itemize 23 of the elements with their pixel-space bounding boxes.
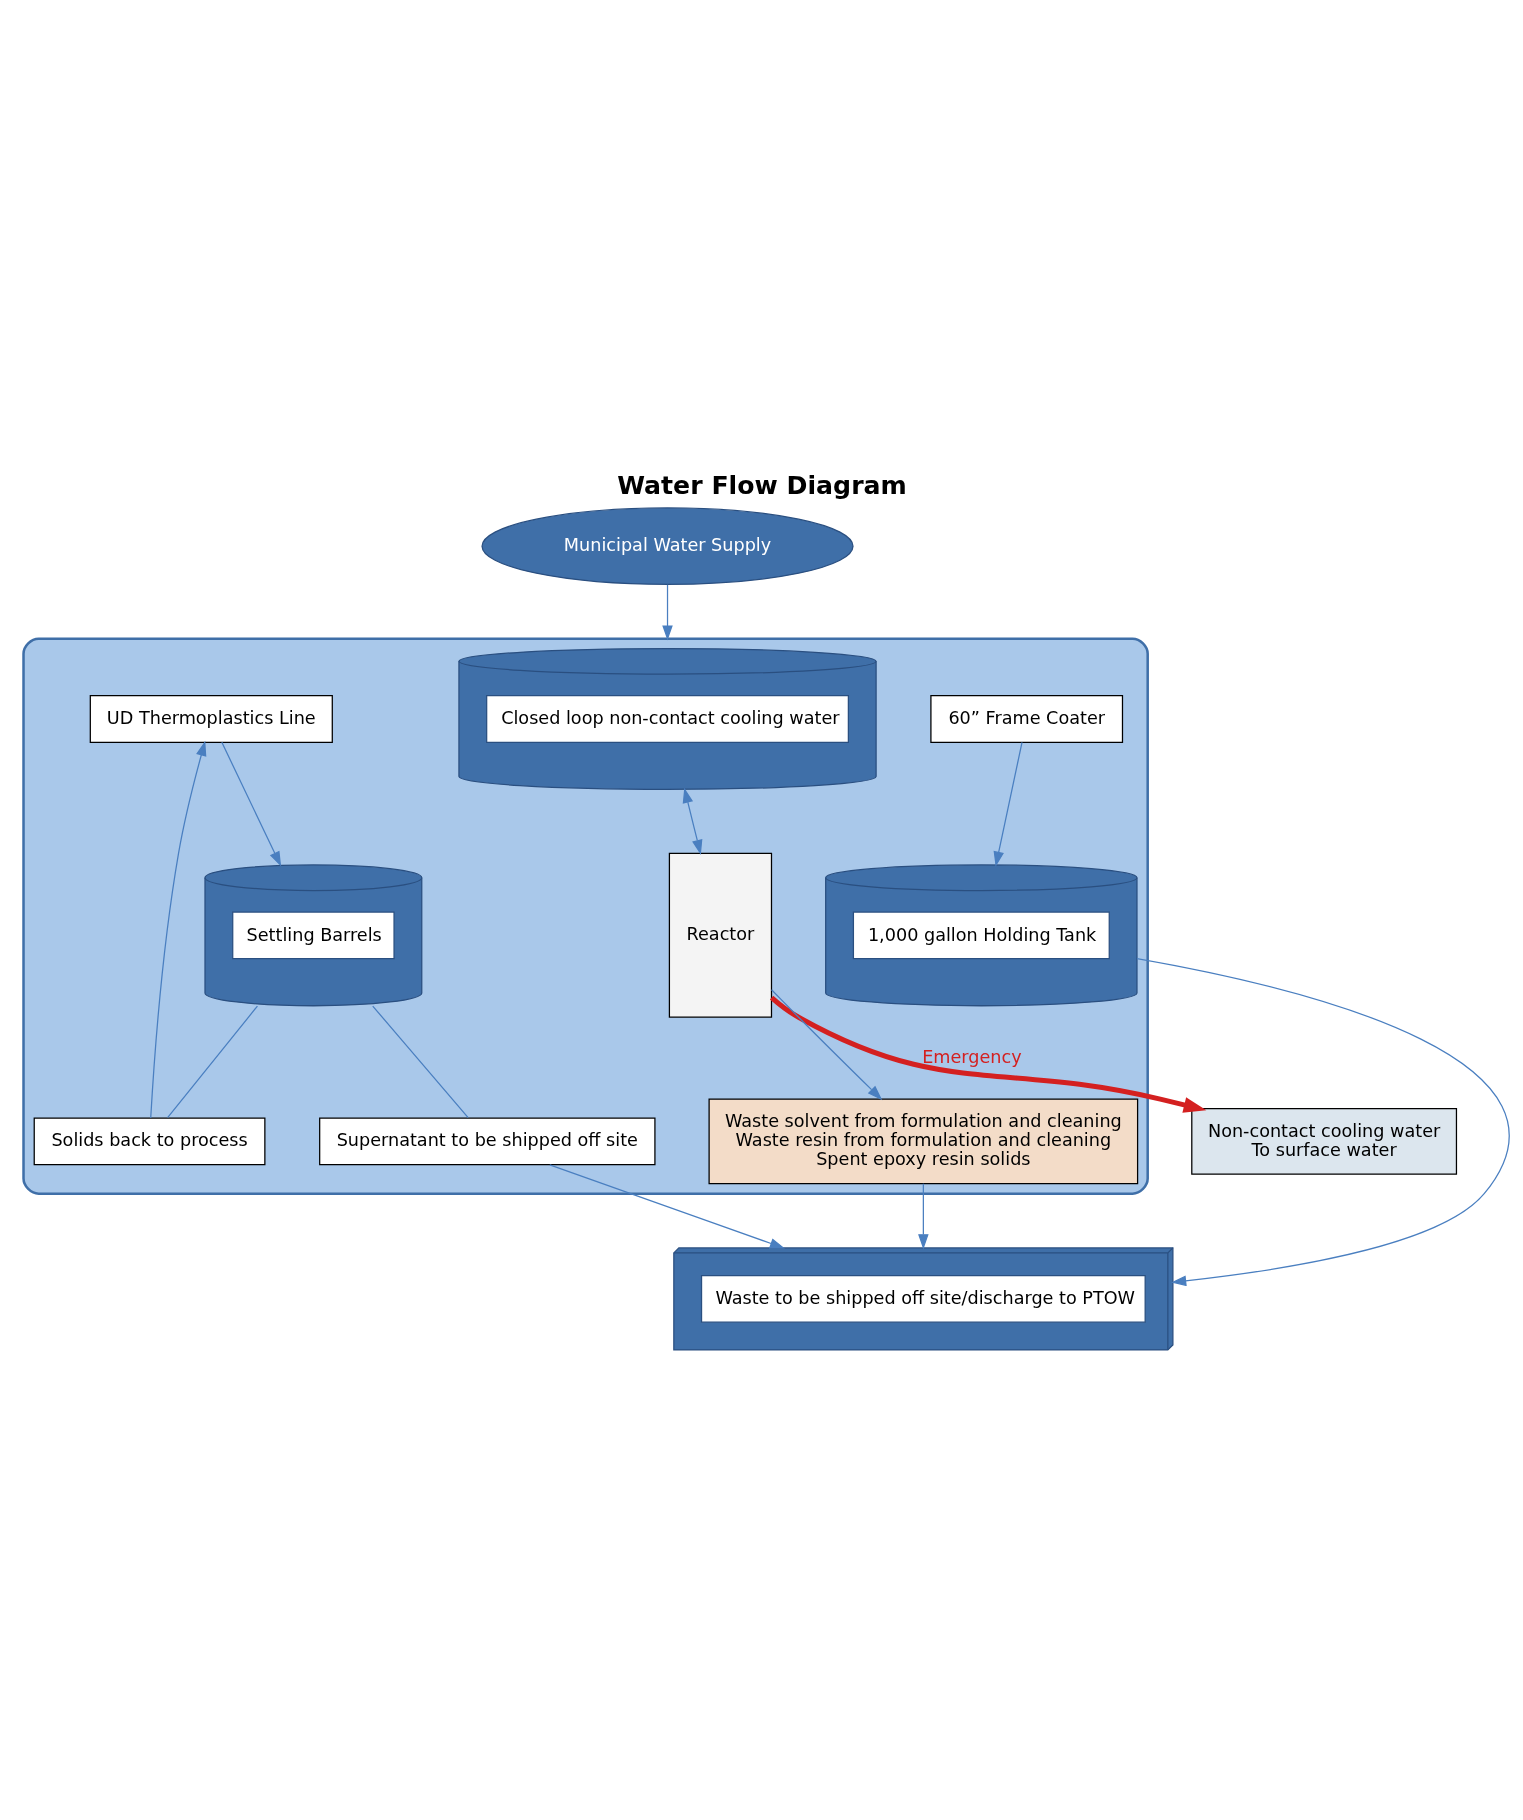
node-box: Waste solvent from formulation and cleaning Waste resin from formulation and cleaning Spent epoxy resin solids xyxy=(708,1098,1139,1185)
arrow xyxy=(682,787,703,855)
arrow xyxy=(918,1183,929,1250)
arrow xyxy=(221,741,282,867)
node-box: Supernatant to be shipped off site xyxy=(319,1117,656,1166)
diagram-title: Water Flow Diagram xyxy=(617,470,907,500)
arrow xyxy=(150,740,207,1119)
node-box: Solids back to process xyxy=(33,1117,266,1166)
arrow xyxy=(1136,957,1510,1287)
node-box: Reactor xyxy=(668,852,773,1018)
node-box: 60” Frame Coater xyxy=(930,695,1124,743)
connector xyxy=(372,1005,469,1119)
arrow xyxy=(993,741,1023,867)
arrow xyxy=(549,1164,785,1249)
edge-label: Emergency xyxy=(922,1046,1022,1067)
connector xyxy=(166,1005,259,1119)
node-box: UD Thermoplastics Line xyxy=(89,695,333,743)
cluster xyxy=(22,637,1149,1195)
arrow xyxy=(770,989,883,1101)
node-ellipse: Municipal Water Supply xyxy=(481,507,854,585)
arrow xyxy=(769,995,1207,1113)
arrow xyxy=(662,584,673,641)
node-box: Non-contact cooling water To surface water xyxy=(1191,1107,1458,1175)
